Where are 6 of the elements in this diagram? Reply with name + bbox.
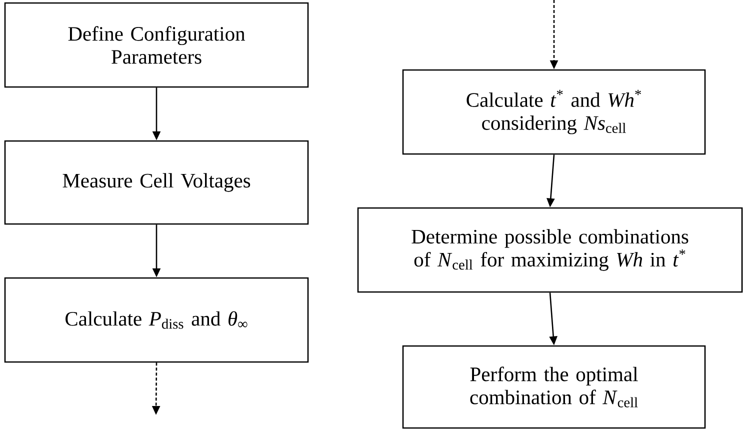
process-box: Calculate t$^{*}$ and Wh$^{*}$ considering Ns$_{cell}$ <box>402 69 706 155</box>
process-box: Perform the optimal combination of N$_{cell}$ <box>402 345 706 429</box>
process-box: Measure Cell Voltages <box>4 140 309 225</box>
process-box: Calculate P$_{diss}$ and θ$_{∞}$ <box>4 277 309 363</box>
process-box: Define Configuration Parameters <box>4 2 309 88</box>
process-box: Determine possible combinations of N$_{cell}$ for maximizing Wh in t$^{*}$ <box>357 207 743 293</box>
